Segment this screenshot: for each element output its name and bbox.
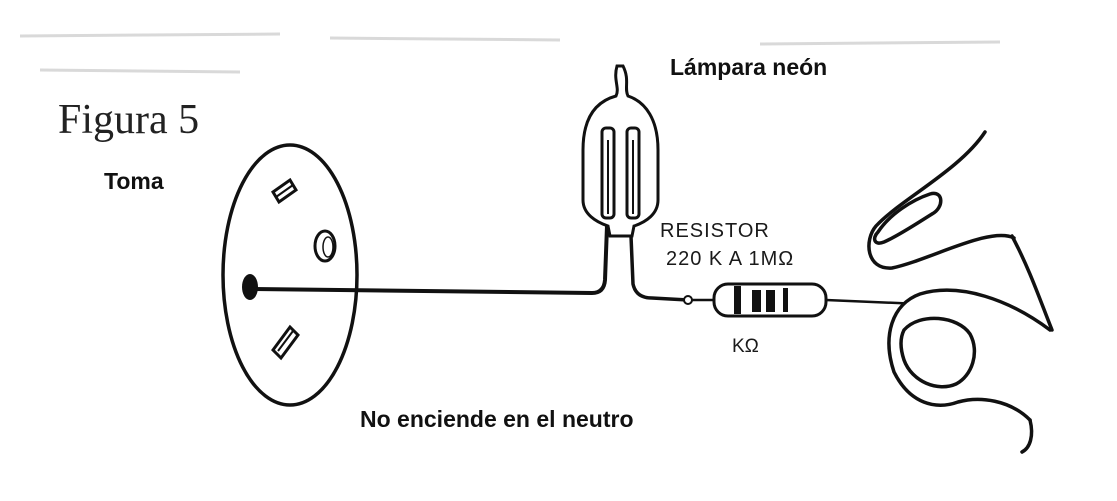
- outlet-top-slot: [270, 177, 299, 205]
- resistor: [683, 282, 921, 318]
- resistor-title-label: RESISTOR: [660, 220, 770, 242]
- figure-label: Figura 5: [58, 97, 200, 143]
- outlet-neutral-contact: [242, 274, 258, 300]
- hand-wrist-line: [1020, 418, 1034, 454]
- resistor-joint: [683, 295, 693, 305]
- diagram-caption: No enciende en el neutro: [360, 406, 634, 432]
- index-fingernail: [872, 191, 943, 245]
- hand: [867, 130, 1054, 454]
- resistor-range-label: 220 K A 1MΩ: [666, 248, 795, 270]
- resistor-unit-label: KΩ: [732, 336, 759, 357]
- resistor-bands: [734, 286, 788, 314]
- outlet-round-hole: [313, 229, 337, 263]
- hand-palm-edge: [1010, 234, 1054, 332]
- outlet-label: Toma: [104, 168, 164, 194]
- outlet: [221, 143, 359, 407]
- outlet-bottom-slot: [271, 324, 300, 361]
- scan-noise: [19, 32, 1001, 74]
- lamp-lead-right: [629, 235, 689, 302]
- lamp-label: Lámpara neón: [670, 54, 828, 80]
- outlet-plate: [221, 143, 359, 407]
- neon-lamp: [581, 64, 689, 302]
- probe-wire: [251, 225, 609, 296]
- thumb-nail: [899, 316, 977, 389]
- lamp-bulb-outline: [581, 64, 660, 238]
